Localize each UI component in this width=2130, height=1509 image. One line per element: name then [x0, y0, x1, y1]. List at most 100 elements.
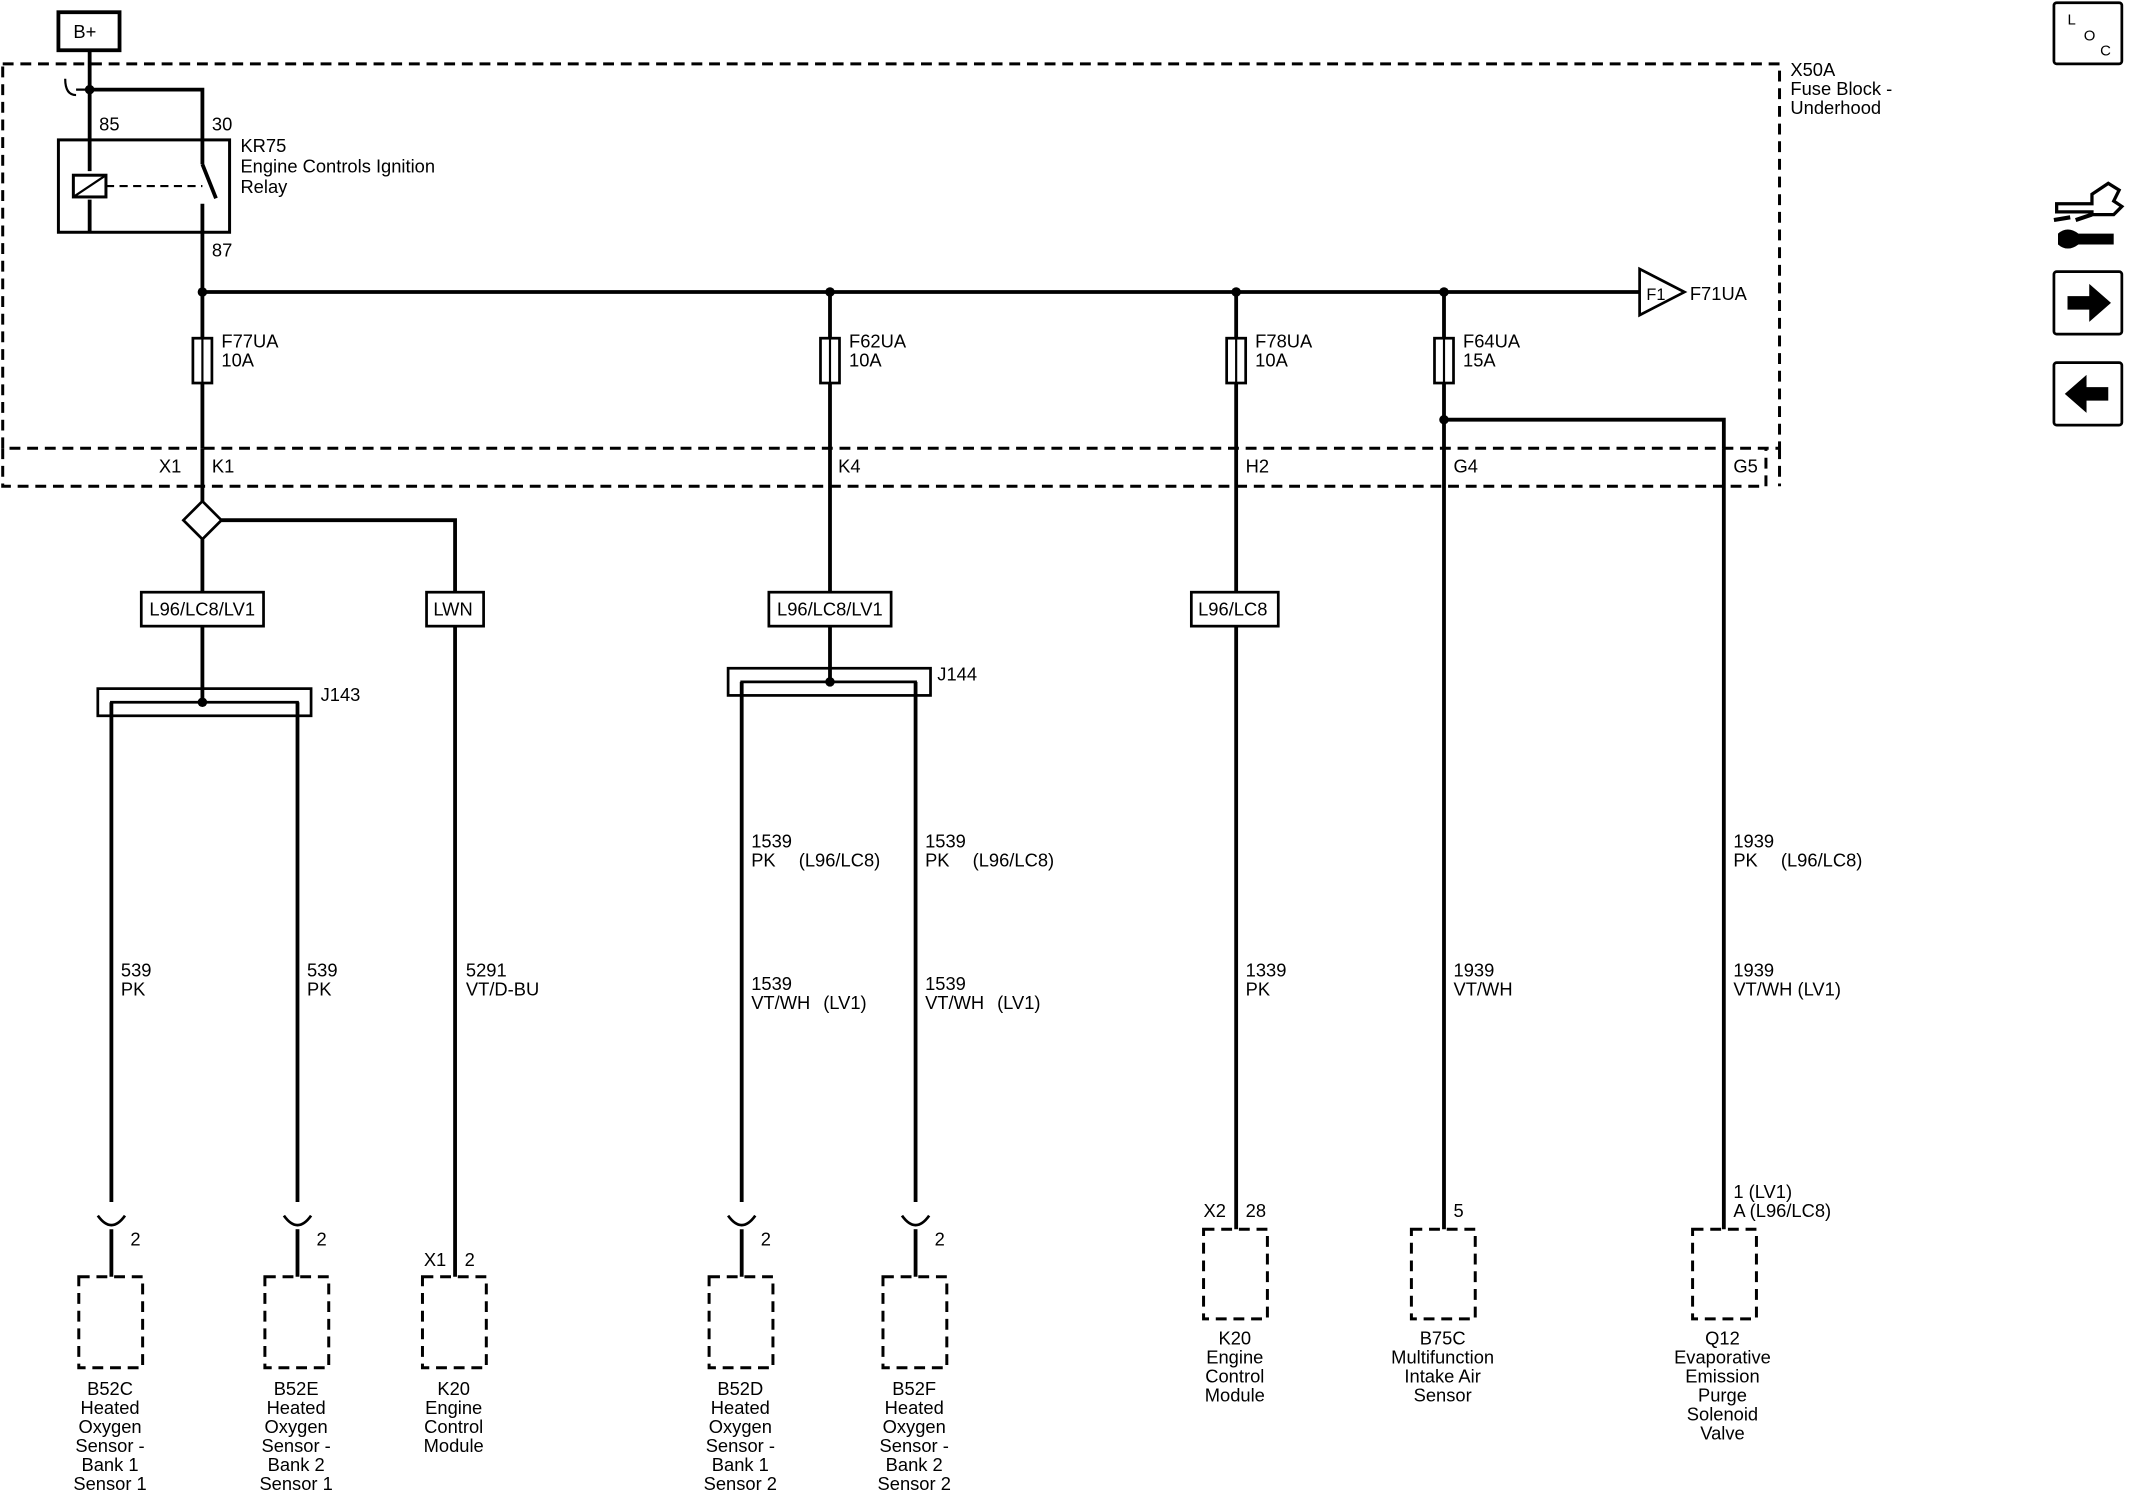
svg-text:Heated: Heated [267, 1397, 326, 1418]
svg-text:Sensor: Sensor [1414, 1385, 1472, 1406]
svg-text:B75C: B75C [1420, 1328, 1466, 1349]
svg-text:Intake Air: Intake Air [1404, 1366, 1480, 1387]
svg-text:Heated: Heated [885, 1397, 944, 1418]
component-k20-x1: X1 2 K20 Engine Control Module [420, 1249, 488, 1456]
svg-text:2: 2 [317, 1229, 327, 1250]
svg-text:Sensor -: Sensor - [880, 1435, 949, 1456]
svg-text:Sensor -: Sensor - [261, 1435, 330, 1456]
svg-text:2: 2 [465, 1249, 475, 1270]
relay-box [56, 138, 232, 234]
fuse-block-name-1: Fuse Block - [1790, 78, 1892, 99]
svg-text:Oxygen: Oxygen [265, 1416, 328, 1437]
svg-text:Engine: Engine [425, 1397, 482, 1418]
svg-text:Control: Control [424, 1416, 483, 1437]
svg-text:1939: 1939 [1733, 960, 1774, 981]
svg-text:Solenoid: Solenoid [1687, 1404, 1758, 1425]
svg-text:(L96/LC8): (L96/LC8) [799, 850, 881, 871]
relay-id: KR75 [240, 135, 286, 156]
svg-text:1539: 1539 [751, 973, 792, 994]
fuse-f77ua: F77UA 10A [191, 292, 279, 449]
svg-text:10A: 10A [849, 350, 882, 371]
svg-text:Bank 2: Bank 2 [886, 1454, 943, 1475]
fuse-f62ua: F62UA 10A [819, 292, 907, 449]
pin-k1: K1 [212, 456, 234, 477]
svg-text:PK: PK [1733, 850, 1758, 871]
svg-text:VT/WH: VT/WH [925, 992, 984, 1013]
svg-text:5: 5 [1454, 1200, 1464, 1221]
svg-text:Bank 1: Bank 1 [712, 1454, 769, 1475]
relay-name-1: Engine Controls Ignition [240, 155, 435, 176]
back-arrow-icon[interactable] [2052, 361, 2124, 427]
option-tag-3: L96/LC8/LV1 [777, 598, 883, 619]
svg-text:1339: 1339 [1246, 960, 1287, 981]
svg-text:VT/WH: VT/WH [1454, 979, 1513, 1000]
svg-text:F64UA: F64UA [1463, 331, 1521, 352]
svg-text:28: 28 [1246, 1200, 1266, 1221]
svg-text:VT/WH: VT/WH [751, 992, 810, 1013]
fuse-block-pin-strip [1, 448, 1782, 488]
svg-text:2: 2 [935, 1229, 945, 1250]
svg-text:5291: 5291 [466, 960, 507, 981]
splice-j143-label: J143 [321, 684, 361, 705]
component-b52c: 2 B52C Heated Oxygen Sensor - Bank 1 Sen… [73, 1214, 147, 1494]
svg-text:X1: X1 [424, 1249, 446, 1270]
svg-text:PK: PK [307, 979, 332, 1000]
svg-text:B52C: B52C [87, 1378, 133, 1399]
offpage-arrow [1638, 266, 1688, 318]
svg-text:C: C [2100, 43, 2111, 60]
svg-text:Evaporative: Evaporative [1674, 1347, 1771, 1368]
svg-text:1539: 1539 [925, 973, 966, 994]
svg-text:Oxygen: Oxygen [78, 1416, 141, 1437]
relay-pin-87: 87 [212, 240, 232, 261]
splice-j143 [96, 687, 313, 718]
relay-name-2: Relay [240, 176, 288, 197]
svg-text:Engine: Engine [1206, 1347, 1263, 1368]
fuse-f64ua: F64UA 15A [1433, 292, 1521, 449]
relay-pin-30: 30 [212, 113, 232, 134]
location-icon[interactable]: L O C [2052, 1, 2124, 66]
svg-text:539: 539 [121, 960, 152, 981]
svg-text:PK: PK [121, 979, 146, 1000]
next-arrow-icon[interactable] [2052, 270, 2124, 336]
svg-text:539: 539 [307, 960, 338, 981]
svg-text:PK: PK [925, 850, 950, 871]
svg-text:PK: PK [1246, 979, 1271, 1000]
svg-text:Emission: Emission [1685, 1366, 1759, 1387]
option-tag-1: L96/LC8/LV1 [149, 598, 255, 619]
svg-text:(L96/LC8): (L96/LC8) [1781, 850, 1863, 871]
svg-text:Module: Module [1205, 1385, 1265, 1406]
svg-text:Module: Module [424, 1435, 484, 1456]
svg-text:Sensor -: Sensor - [75, 1435, 144, 1456]
svg-text:Sensor -: Sensor - [706, 1435, 775, 1456]
svg-text:F78UA: F78UA [1255, 331, 1313, 352]
svg-text:K20: K20 [1218, 1328, 1251, 1349]
svg-text:O: O [2084, 28, 2096, 45]
connector-tools-icon[interactable] [2053, 181, 2125, 249]
relay-feed-30 [89, 87, 205, 140]
svg-text:1539: 1539 [751, 831, 792, 852]
svg-text:L: L [2068, 11, 2076, 28]
fuse-block-name-2: Underhood [1790, 97, 1881, 118]
svg-text:F62UA: F62UA [849, 331, 907, 352]
svg-text:X2: X2 [1204, 1200, 1226, 1221]
svg-text:Valve: Valve [1700, 1423, 1745, 1444]
svg-text:2: 2 [761, 1229, 771, 1250]
component-k20-x2: X2 28 K20 Engine Control Module [1202, 1200, 1269, 1406]
svg-text:Q12: Q12 [1705, 1328, 1740, 1349]
relay-pin-85: 85 [99, 113, 119, 134]
svg-text:1 (LV1): 1 (LV1) [1733, 1181, 1792, 1202]
pin-k4: K4 [838, 456, 860, 477]
svg-text:15A: 15A [1463, 350, 1496, 371]
svg-text:A (L96/LC8): A (L96/LC8) [1733, 1200, 1831, 1221]
svg-text:K20: K20 [437, 1378, 470, 1399]
svg-text:10A: 10A [221, 350, 254, 371]
splice-j144-label: J144 [937, 663, 977, 684]
svg-text:10A: 10A [1255, 350, 1288, 371]
svg-text:Oxygen: Oxygen [709, 1416, 772, 1437]
svg-text:(LV1): (LV1) [997, 992, 1040, 1013]
svg-text:B52F: B52F [892, 1378, 936, 1399]
svg-text:B52D: B52D [717, 1378, 763, 1399]
svg-text:Heated: Heated [711, 1397, 770, 1418]
svg-text:Purge: Purge [1698, 1385, 1747, 1406]
svg-text:PK: PK [751, 850, 776, 871]
